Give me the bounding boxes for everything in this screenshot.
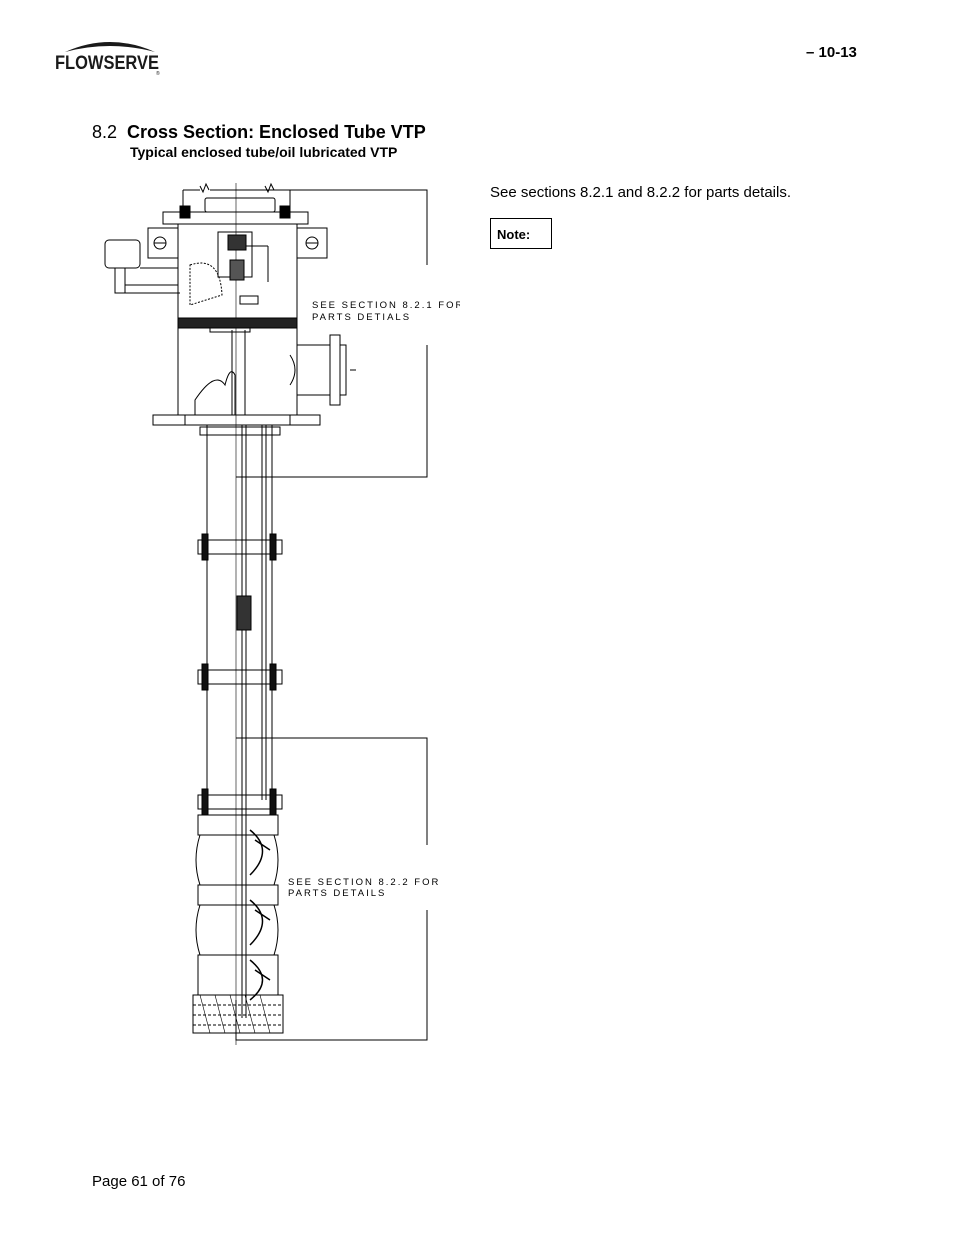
callout-lower-line2: PARTS DETAILS: [288, 888, 386, 899]
note-box: Note:: [490, 218, 552, 249]
discharge-head: [104, 224, 356, 426]
section-number: 8.2: [92, 122, 118, 142]
flowserve-logo: FLOWSERVE ®: [55, 36, 165, 86]
svg-text:®: ®: [156, 70, 160, 77]
section-subtitle: Typical enclosed tube/oil lubricated VTP: [130, 144, 398, 160]
column-pipe: [197, 425, 283, 1018]
callout-upper-line1: SEE SECTION 8.2.1 FOR: [312, 300, 460, 311]
page-number: Page 61 of 76: [92, 1173, 186, 1190]
cross-section-drawing: SEE SECTION 8.2.1 FOR PARTS DETIALS SEE …: [100, 180, 462, 1060]
callout-frame-upper: [236, 189, 428, 478]
driver-coupling: [162, 182, 309, 225]
callout-upper-line2: PARTS DETIALS: [312, 312, 411, 323]
bowl-assembly: [195, 814, 279, 1001]
section-heading: 8.2 Cross Section: Enclosed Tube VTP: [92, 122, 426, 143]
logo-wordmark: FLOWSERVE: [55, 53, 159, 74]
section-title: Cross Section: Enclosed Tube VTP: [127, 122, 426, 142]
parts-reference-text: See sections 8.2.1 and 8.2.2 for parts d…: [490, 184, 792, 201]
callout-lower-line1: SEE SECTION 8.2.2 FOR: [288, 877, 440, 888]
suction-strainer: [192, 994, 284, 1034]
document-revision: – 10-13: [806, 44, 857, 61]
